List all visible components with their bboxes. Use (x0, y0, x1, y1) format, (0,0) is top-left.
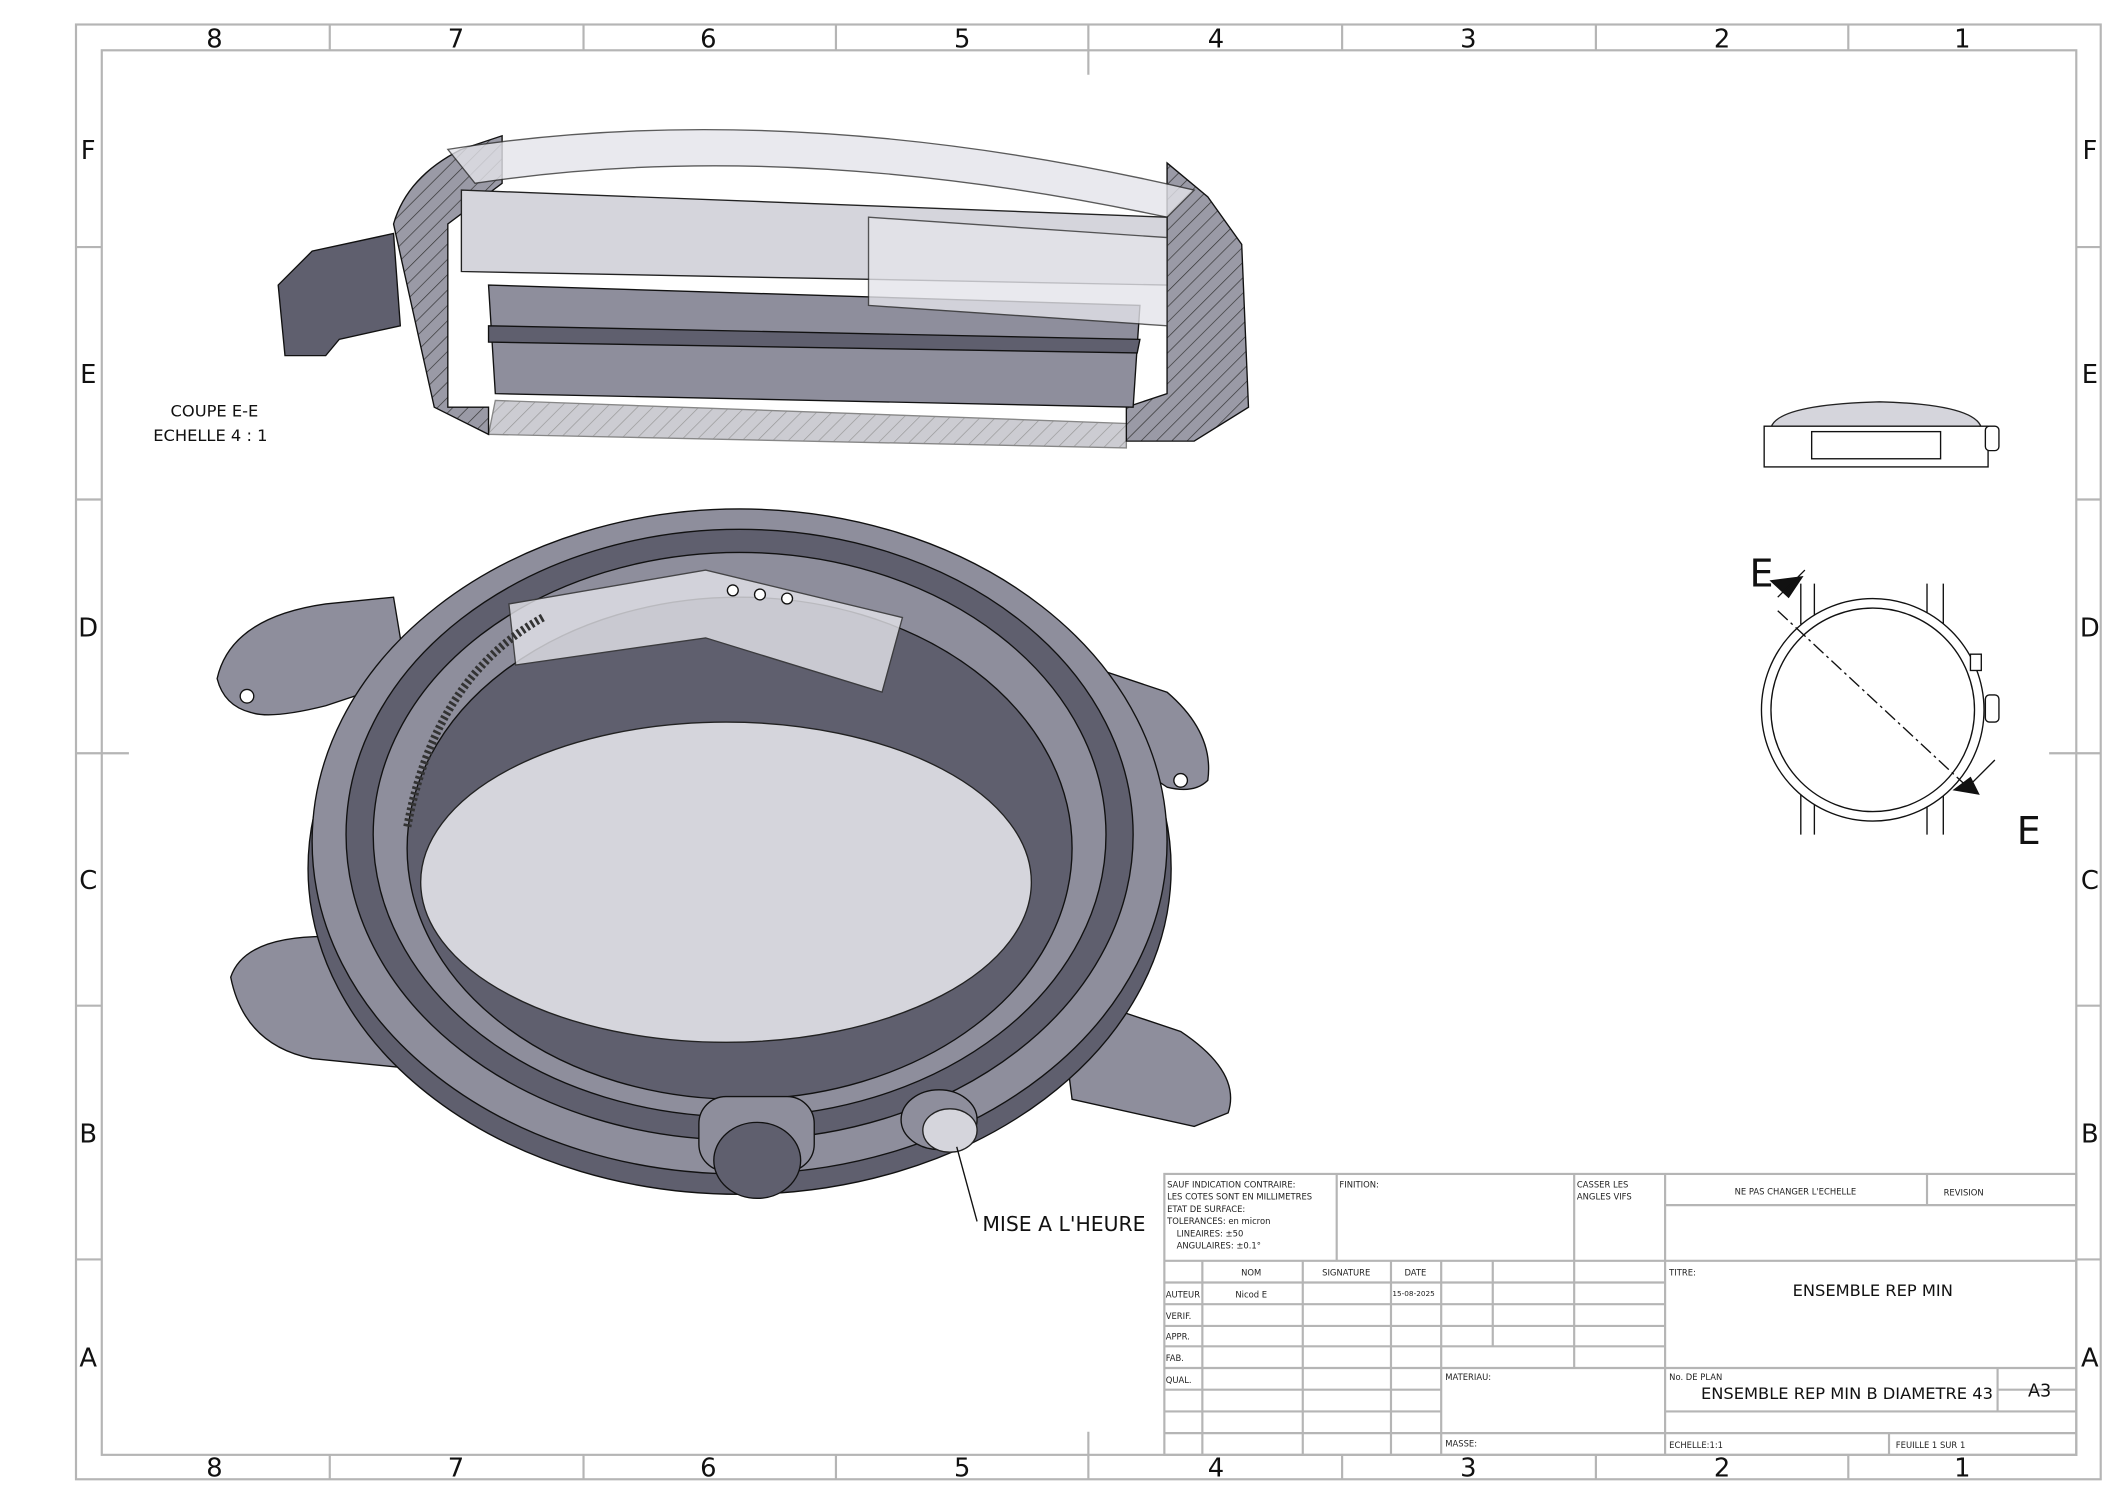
zone-col: 3 (1460, 25, 1476, 55)
zone-row: A (79, 1344, 97, 1374)
zone-col: 8 (206, 1454, 222, 1484)
zone-col: 7 (448, 1454, 464, 1484)
sheet-format: A3 (2028, 1381, 2051, 1401)
section-mark-top: E (1749, 551, 1773, 595)
sheet-number: FEUILLE 1 SUR 1 (1896, 1440, 1966, 1450)
role-auteur: AUTEUR (1166, 1289, 1201, 1299)
tol-note: SAUF INDICATION CONTRAIRE: (1167, 1180, 1295, 1190)
zone-col: 2 (1714, 1454, 1730, 1484)
zone-row: E (2082, 360, 2098, 390)
zone-col: 6 (700, 25, 716, 55)
tol-note: TOLERANCES: en micron (1166, 1216, 1270, 1226)
zone-rows-right: F E D C B A (2080, 136, 2100, 1374)
zone-rows-left: F E D C B A (78, 136, 98, 1374)
zone-columns-bottom: 8 7 6 5 4 3 2 1 (206, 1454, 1970, 1484)
zone-col: 5 (954, 1454, 970, 1484)
role-fab: FAB. (1166, 1353, 1184, 1363)
side-view (1763, 401, 2000, 468)
zone-col: 2 (1714, 25, 1730, 55)
pusher (900, 1089, 978, 1153)
header-signature: SIGNATURE (1322, 1268, 1370, 1278)
zone-col: 3 (1460, 1454, 1476, 1484)
tol-note: LINEAIRES: ±50 (1177, 1228, 1244, 1238)
section-label: COUPE E-E (171, 402, 259, 421)
drawing-number: ENSEMBLE REP MIN B DIAMETRE 43 (1701, 1384, 1993, 1403)
zone-row: C (2081, 866, 2099, 896)
auteur-date: 15-08-2025 (1392, 1289, 1435, 1298)
plan-label: No. DE PLAN (1669, 1372, 1722, 1382)
isometric-view: MISE A L'HEURE (216, 508, 1232, 1236)
zone-columns-top: 8 7 6 5 4 3 2 1 (206, 25, 1970, 55)
zone-col: 6 (700, 1454, 716, 1484)
zone-col: 8 (206, 25, 222, 55)
role-qual: QUAL. (1166, 1375, 1192, 1385)
materiau-label: MATERIAU: (1445, 1372, 1491, 1382)
title-block: SAUF INDICATION CONTRAIRE: LES COTES SON… (1163, 1172, 2078, 1456)
section-view-e-e: COUPE E-E ECHELLE 4 : 1 (153, 128, 1250, 449)
role-verif: VERIF. (1166, 1311, 1192, 1321)
front-view: E E (1749, 551, 2040, 853)
casser-label: ANGLES VIFS (1577, 1192, 1632, 1202)
zone-col: 5 (954, 25, 970, 55)
drawing-title: ENSEMBLE REP MIN (1793, 1281, 1953, 1300)
titre-label: TITRE: (1668, 1268, 1696, 1278)
zone-col: 4 (1208, 1454, 1224, 1484)
masse-label: MASSE: (1445, 1439, 1477, 1449)
scale-value: ECHELLE:1:1 (1669, 1440, 1723, 1450)
zone-col: 4 (1208, 25, 1224, 55)
zone-row: A (2081, 1344, 2099, 1374)
tol-note: ANGULAIRES: ±0.1° (1177, 1241, 1261, 1251)
zone-row: E (80, 360, 96, 390)
zone-dividers (75, 24, 2101, 1480)
auteur-nom: Nicod E (1235, 1289, 1267, 1299)
header-nom: NOM (1241, 1268, 1261, 1278)
role-appr: APPR. (1166, 1331, 1190, 1341)
callout-mise-a-l-heure: MISE A L'HEURE (982, 1212, 1145, 1236)
casser-label: CASSER LES (1577, 1180, 1628, 1190)
revision-label: REVISION (1944, 1188, 1984, 1198)
ne-pas-changer-echelle: NE PAS CHANGER L'ECHELLE (1735, 1186, 1857, 1196)
tol-note: LES COTES SONT EN MILLIMETRES (1167, 1192, 1312, 1202)
zone-row: D (78, 614, 98, 644)
zone-row: F (81, 136, 96, 166)
zone-row: D (2080, 614, 2100, 644)
zone-col: 1 (1954, 1454, 1970, 1484)
zone-row: F (2082, 136, 2097, 166)
zone-row: B (79, 1120, 97, 1150)
tol-note: ETAT DE SURFACE: (1167, 1204, 1245, 1214)
zone-col: 7 (448, 25, 464, 55)
finition-label: FINITION: (1339, 1180, 1378, 1190)
section-mark-bottom: E (2017, 809, 2041, 853)
zone-row: B (2081, 1120, 2099, 1150)
header-date: DATE (1404, 1268, 1426, 1278)
crown (698, 1095, 815, 1200)
section-scale: ECHELLE 4 : 1 (153, 426, 267, 445)
zone-col: 1 (1954, 25, 1970, 55)
zone-row: C (79, 866, 97, 896)
